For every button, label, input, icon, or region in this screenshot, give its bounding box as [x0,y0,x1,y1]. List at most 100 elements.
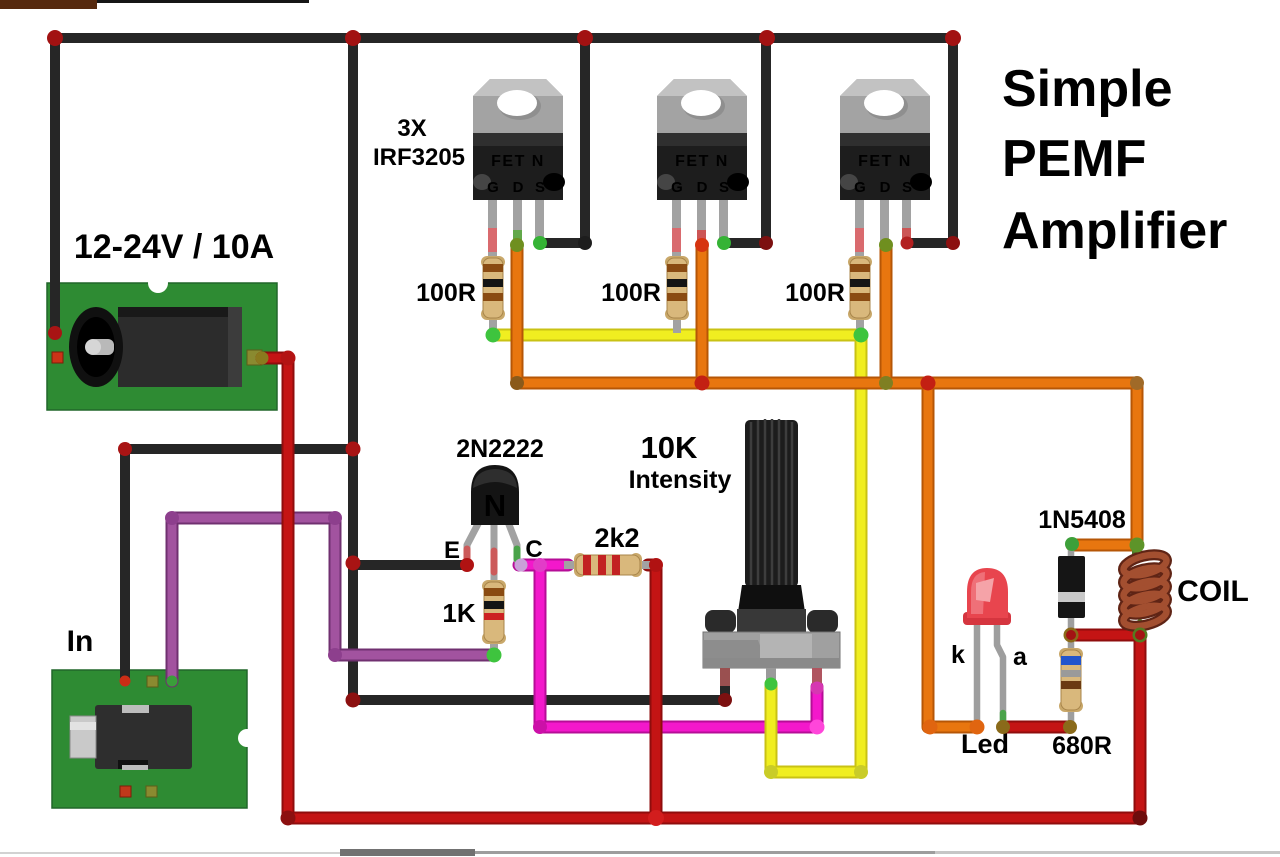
pot-ear-right [807,610,838,633]
pot-ear-left [705,610,736,633]
pot-function-label: Intensity [629,466,732,494]
led-reflection [976,578,994,602]
band-brown [1061,681,1081,689]
pin-label-d: D [697,179,708,196]
transistor-part-label: 2N2222 [456,435,544,463]
mosfet-count-label: 3X [397,115,426,142]
resistor-2k2: 2k2 [564,523,652,577]
top-left-brown-bar [0,0,97,9]
resistor-680r: 680R [1052,633,1112,760]
band-red [598,555,606,575]
input-label: In [67,625,94,658]
mosfet-3: FET N G D S [840,79,932,260]
gate-resistor-2: 100R [601,256,689,333]
diode-1n5408: 1N5408 [1038,506,1126,637]
solder-pad [145,785,158,798]
tab-hole [864,90,904,116]
shaft-knurling [749,419,794,585]
coil: COIL [1118,542,1249,637]
coil-windings [1118,549,1172,632]
center-pin-tip [85,339,101,355]
resistor-value-label: 100R [601,279,661,307]
gate-resistor-3: 100R [785,256,872,335]
band-brown [667,293,687,301]
led-cathode-label: k [951,641,965,669]
fet-marking: FET N [858,153,912,170]
band-brown [667,264,687,272]
coil-label: COIL [1177,575,1249,608]
jack-sleeve-highlight [70,722,96,730]
pot-pin-1 [720,668,730,686]
pin-label-d: D [880,179,891,196]
tab-highlight [840,79,930,96]
band-black [483,279,503,287]
source-leg [535,200,544,240]
resistor-lead [638,561,652,569]
to92-dome [473,469,517,488]
resistor-body [482,257,504,319]
band-red [484,613,504,620]
barrel-jack-end [228,307,242,387]
resistor-lead [564,561,578,569]
bottom-light-segment [935,851,1280,854]
power-rating-label: 12-24V / 10A [74,228,274,266]
title-line-3: Amplifier [1002,202,1227,260]
source-leg [902,200,911,240]
resistor-value-label: 1K [442,598,475,628]
solder-pad [146,675,159,688]
drain-leg [880,200,889,245]
potentiometer: 10K Intensity [629,419,841,686]
band-black [484,601,504,609]
band-brown [483,293,503,301]
pin-label-s: S [535,179,545,196]
diode-body [1058,556,1085,618]
band-gray [1061,670,1081,677]
component-count-labels: 3X IRF3205 [373,115,465,171]
band-brown [850,293,870,301]
drain-leg-band [513,230,522,243]
fet-marking: FET N [675,153,729,170]
tab-highlight [657,79,747,96]
body-dimple [473,174,491,190]
source-leg [719,200,728,240]
band-red [583,555,591,575]
drain-leg [513,200,522,245]
resistor-lead [490,638,498,656]
diode-part-label: 1N5408 [1038,506,1126,534]
title-line-1: Simple [1002,60,1173,118]
band-red [612,555,620,575]
band-black [850,279,870,287]
pin-label-s: S [902,179,912,196]
solder-pad [51,351,64,364]
tab-highlight [473,79,563,96]
pin-label-g: G [671,179,683,196]
tab-hole [681,90,721,116]
transistor-marking: N [484,488,506,523]
resistor-value-label: 2k2 [594,523,639,553]
gate-leg-band [488,228,497,252]
pin-label-d: D [513,179,524,196]
resistor-body [849,257,871,319]
package-top-edge [657,133,747,146]
pin-label-g: G [854,179,866,196]
title-block: Simple PEMF Amplifier [1002,60,1227,260]
diode-cathode-band [1058,592,1085,602]
pcb-notch [148,273,168,293]
source-leg-band [902,228,911,241]
mosfet-2: FET N G D S [657,79,749,260]
resistor-lead [489,318,497,335]
audio-input-board: In [51,625,256,809]
power-jack-board: 12-24V / 10A [46,228,278,411]
body-dimple [727,173,749,191]
resistor-lead [856,318,864,335]
led-label: Led [961,729,1009,759]
barrel-jack-top [118,307,242,317]
pot-body-base [703,658,840,668]
pot-nut [738,585,805,612]
resistor-value-label: 100R [416,279,476,307]
tab-hole [497,90,537,116]
gate-resistor-1: 100R [416,256,505,335]
collector-label: C [525,536,542,563]
band-black [667,279,687,287]
